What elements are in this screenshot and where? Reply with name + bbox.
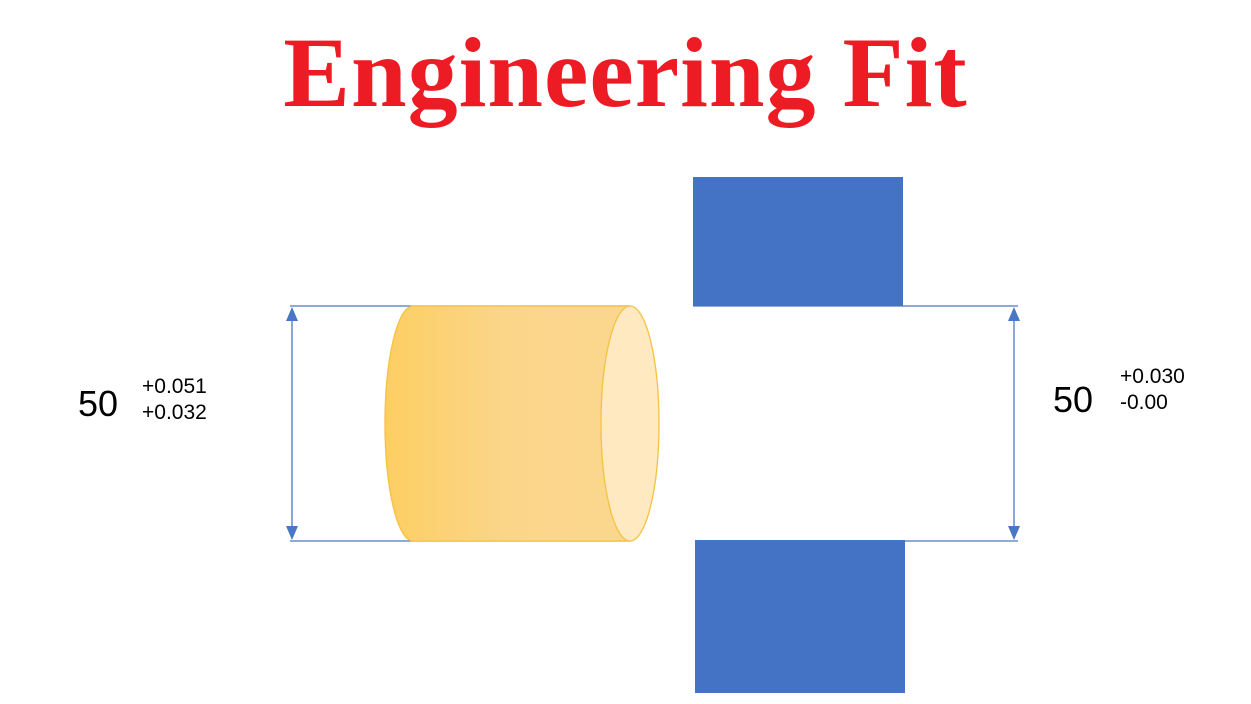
- hole-lower-block: [695, 540, 905, 693]
- hole-dimension-arrow-bottom: [1008, 526, 1020, 540]
- shaft-upper-deviation: +0.051: [142, 375, 207, 398]
- page-title: Engineering Fit: [283, 17, 968, 128]
- hole-dimension: [693, 305, 1018, 542]
- shaft-nominal-size: 50: [78, 383, 119, 424]
- shaft-dimension-arrow-bottom: [286, 526, 298, 540]
- shaft-tolerance-label: 50 +0.051 +0.032: [78, 375, 238, 440]
- hole-upper-deviation: +0.030: [1120, 365, 1185, 388]
- shaft-end-face: [600, 305, 660, 542]
- hole-dimension-arrow-top: [1008, 307, 1020, 321]
- hole-nominal-size: 50: [1053, 379, 1094, 420]
- hole-tolerance-label: 50 +0.030 -0.00: [1053, 365, 1223, 436]
- shaft-cylinder: [384, 305, 660, 542]
- shaft-dimension-arrow-top: [286, 307, 298, 321]
- shaft-lower-deviation: +0.032: [142, 401, 207, 424]
- hole-lower-deviation: -0.00: [1120, 391, 1168, 414]
- hole-upper-block: [693, 177, 903, 306]
